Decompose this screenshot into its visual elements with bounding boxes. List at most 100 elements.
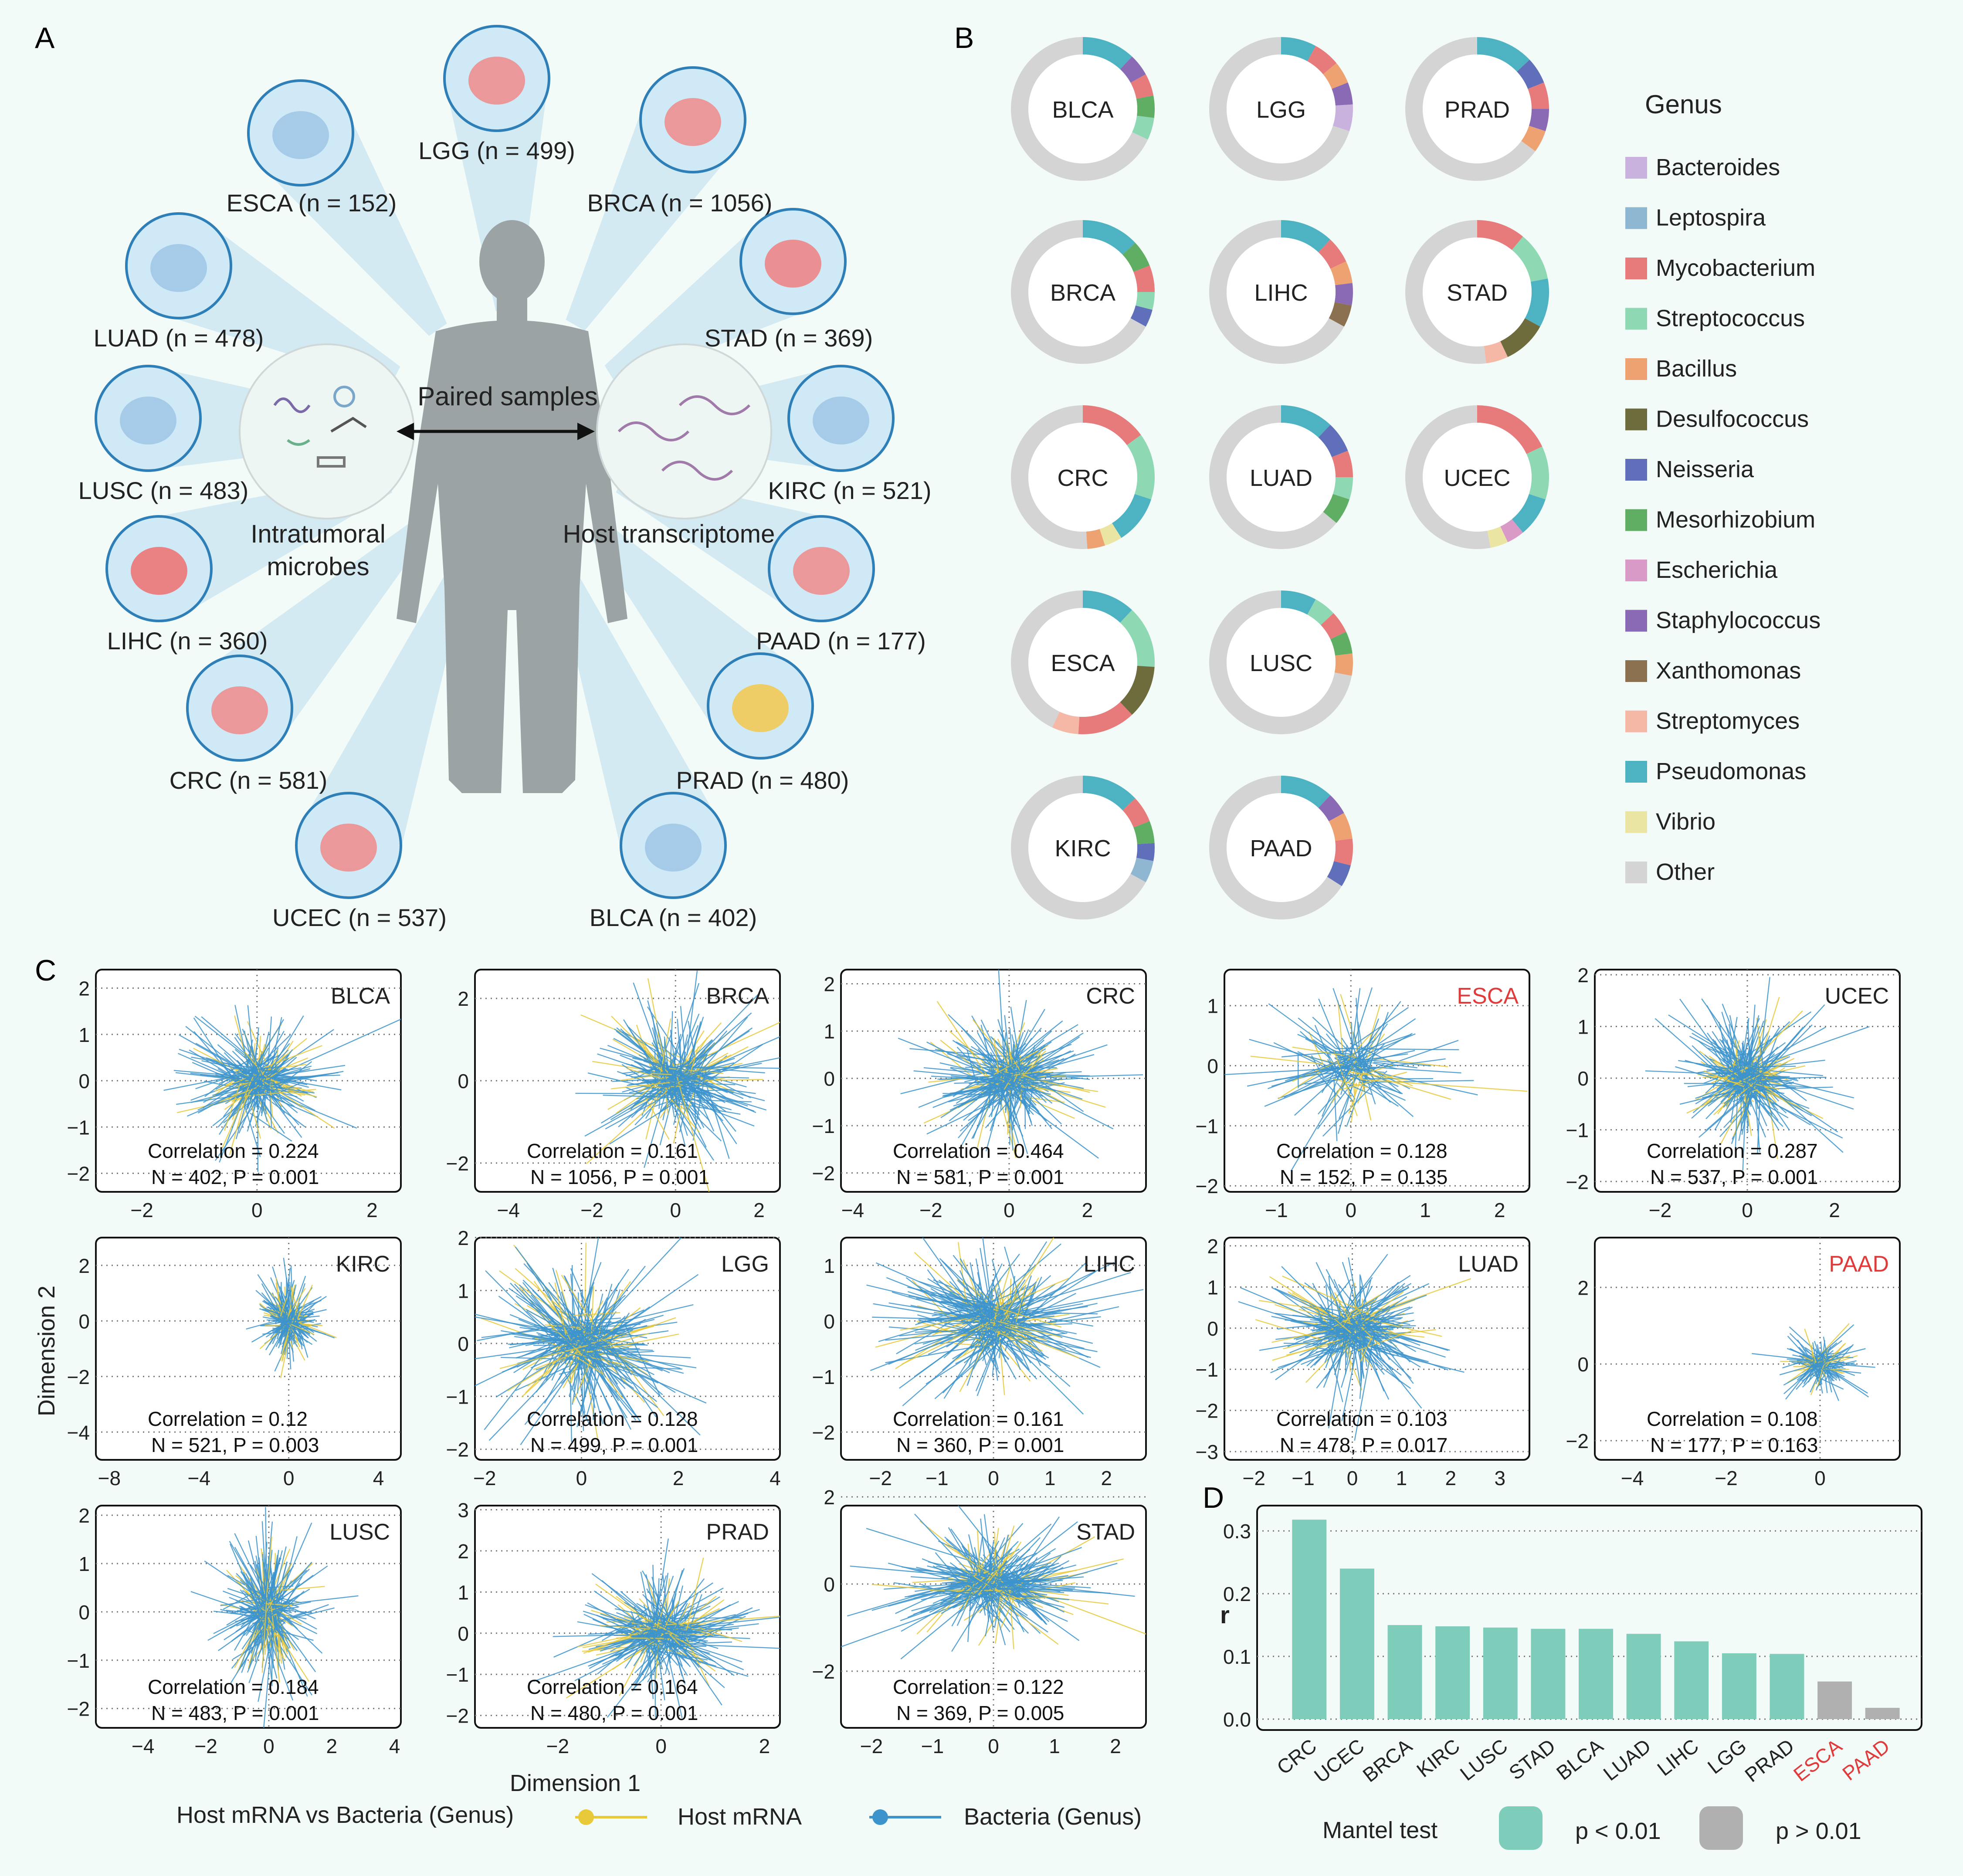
bacteria-line xyxy=(1356,1332,1369,1343)
bacteria-line xyxy=(1722,1003,1751,1075)
bacteria-line xyxy=(522,1279,580,1338)
host-mrna-line xyxy=(1802,1355,1813,1361)
bacteria-line xyxy=(905,1277,975,1330)
stats-label: N = 360, P = 0.001 xyxy=(896,1434,1064,1456)
bacteria-line xyxy=(268,1018,401,1079)
bacteria-line xyxy=(1298,1071,1329,1087)
host-transcriptome-label: Host transcriptome xyxy=(563,520,775,548)
bacteria-line xyxy=(1749,1004,1756,1074)
bacteria-line xyxy=(1009,1093,1028,1154)
bacteria-line xyxy=(1027,1556,1061,1588)
donut-stad: STAD xyxy=(1405,220,1549,364)
organ-label-crc: CRC (n = 581) xyxy=(170,767,328,794)
slice-mycobacterium xyxy=(1133,265,1155,292)
organ-label-kirc: KIRC (n = 521) xyxy=(768,477,931,504)
host-mrna-line xyxy=(1011,1068,1058,1076)
host-mrna-line xyxy=(655,1598,667,1632)
bacteria-line xyxy=(1281,1266,1346,1332)
bacteria-line xyxy=(973,1313,1004,1370)
kidney-icon xyxy=(787,365,895,472)
stats-label: N = 478, P = 0.017 xyxy=(1280,1434,1448,1456)
bacteria-line xyxy=(523,1263,599,1344)
slice-mesorhizobium xyxy=(1122,243,1150,272)
host-mrna-line xyxy=(993,1587,1011,1602)
bacteria-line xyxy=(566,1327,606,1344)
bacteria-line xyxy=(600,1345,625,1384)
bacteria-line xyxy=(959,1270,990,1338)
bacteria-line xyxy=(249,1087,253,1091)
bacteria-line xyxy=(1742,1075,1757,1124)
bacteria-line xyxy=(585,1374,600,1419)
xtick-label: 2 xyxy=(673,1467,684,1489)
bacteria-line xyxy=(633,1641,651,1666)
slice-pseudomonas xyxy=(1525,278,1549,327)
bacteria-line xyxy=(645,1598,682,1627)
xtick-label: −1 xyxy=(921,1735,944,1757)
paired-samples-label: Paired samples xyxy=(417,382,598,411)
bacteria-line xyxy=(201,1016,265,1070)
host-mrna-line xyxy=(1748,1058,1794,1081)
bacteria-line xyxy=(968,1534,979,1577)
host-mrna-line xyxy=(1334,1292,1350,1321)
bacteria-line xyxy=(1328,1276,1334,1322)
slice-mycobacterium xyxy=(1528,82,1549,109)
bacteria-line xyxy=(281,1320,294,1330)
slice-neisseria xyxy=(1517,60,1544,89)
host-mrna-line xyxy=(266,1615,278,1637)
legend-label-streptococcus: Streptococcus xyxy=(1656,305,1805,332)
bacteria-line xyxy=(212,1082,251,1096)
bacteria-line xyxy=(1359,1057,1403,1094)
bacteria-line xyxy=(885,1345,983,1364)
legend-swatch-vibrio xyxy=(1625,811,1647,833)
legend-label-desulfococcus: Desulfococcus xyxy=(1656,406,1809,432)
bacteria-line xyxy=(1772,1087,1838,1133)
host-mrna-line xyxy=(995,1306,1062,1328)
host-mrna-line xyxy=(1013,1074,1018,1082)
bacteria-line xyxy=(1010,1007,1022,1072)
ytick-label: −2 xyxy=(67,1698,90,1720)
bacteria-line xyxy=(1336,1048,1459,1051)
bacteria-line xyxy=(944,1590,987,1598)
genus-legend: BacteroidesLeptospiraMycobacteriumStrept… xyxy=(1625,154,1821,885)
bacteria-line xyxy=(1298,1018,1336,1049)
bacteria-line xyxy=(594,1342,676,1393)
host-mrna-line xyxy=(247,1089,316,1097)
slice-pseudomonas xyxy=(1112,494,1151,538)
bacteria-line xyxy=(268,1566,294,1598)
bacteria-line xyxy=(991,1556,1028,1594)
donut-kirc: KIRC xyxy=(1011,775,1155,919)
ytick-label: −2 xyxy=(446,1438,469,1461)
xtick-label: 0 xyxy=(576,1467,587,1489)
bacteria-line xyxy=(600,1082,668,1124)
bacteria-line xyxy=(1355,1306,1413,1335)
bacteria-line xyxy=(288,1283,295,1318)
bar-label-lihc: LIHC xyxy=(1653,1734,1703,1781)
legend-swatch-bacteroides xyxy=(1625,157,1647,179)
procrustes-lines xyxy=(898,970,1143,1159)
host-mrna-line xyxy=(254,1075,335,1129)
ytick-label: −2 xyxy=(812,1421,835,1444)
bacteria-line xyxy=(264,1071,344,1087)
donut-esca: ESCA xyxy=(1010,590,1155,734)
legend-label-neisseria: Neisseria xyxy=(1656,456,1754,482)
bar-brca xyxy=(1387,1625,1422,1719)
xtick-label: 1 xyxy=(1420,1199,1431,1221)
stats-label: N = 177, P = 0.163 xyxy=(1650,1434,1818,1456)
bacteria-line xyxy=(1326,1269,1359,1331)
bacteria-line xyxy=(1357,1021,1366,1072)
bacteria-line xyxy=(990,1317,1071,1387)
legend-label-bacillus: Bacillus xyxy=(1656,356,1737,382)
bacteria-line xyxy=(976,1331,1010,1360)
host-mrna-line xyxy=(685,1557,704,1632)
bacteria-line xyxy=(1350,1331,1358,1336)
legend-swatch-other xyxy=(1625,862,1647,883)
bacteria-line xyxy=(1817,1365,1835,1382)
bacteria-line xyxy=(257,1622,269,1647)
correlation-label: Correlation = 0.108 xyxy=(1647,1408,1818,1430)
slice-mycobacterium xyxy=(1477,405,1543,454)
bacteria-line xyxy=(992,1272,1131,1316)
donut-hole xyxy=(1028,608,1137,717)
xtick-label: 0 xyxy=(251,1199,263,1221)
slice-neisseria xyxy=(1130,305,1153,327)
bacteria-line xyxy=(685,1079,765,1102)
